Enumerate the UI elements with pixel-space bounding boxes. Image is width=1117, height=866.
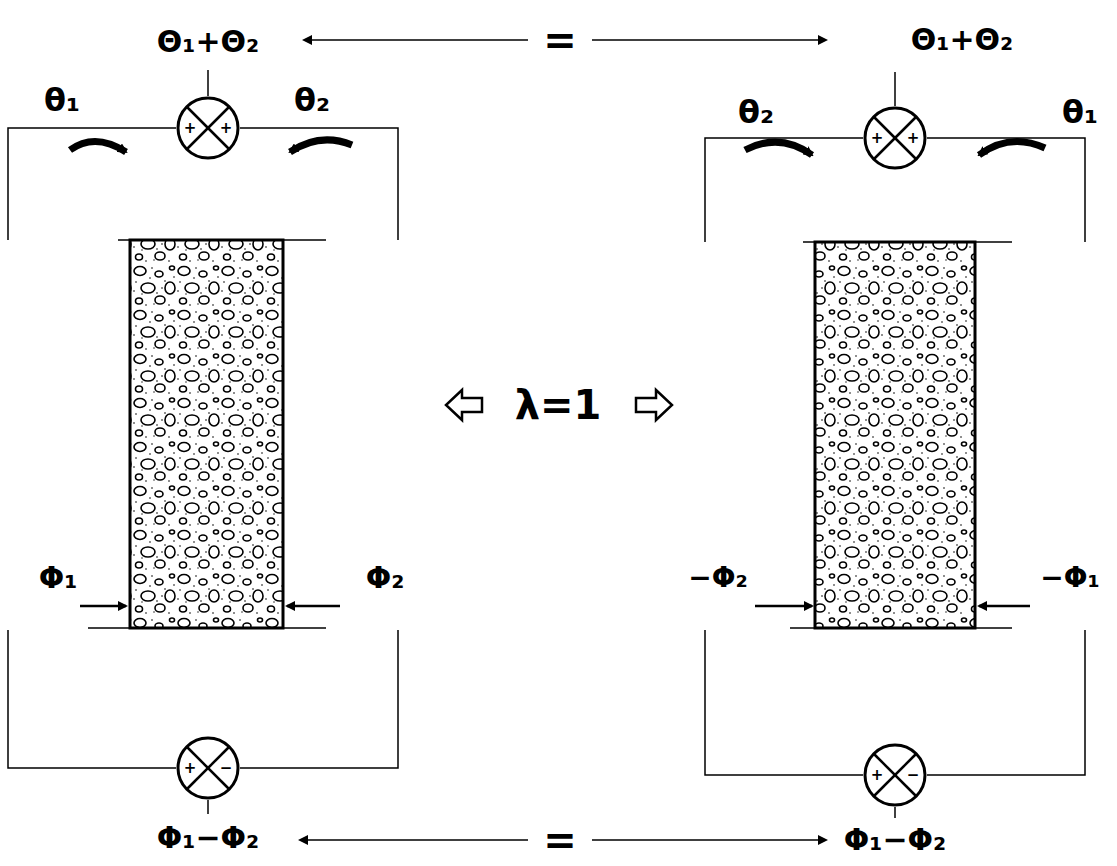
summing-junction: +−	[863, 743, 927, 807]
force-label: −Φ₁	[1040, 564, 1100, 592]
difference-label: Φ₁−Φ₂	[157, 823, 259, 853]
sign-symbol: +	[184, 761, 197, 776]
sign-symbol: +	[871, 768, 884, 783]
summing-junction: ++	[176, 96, 240, 160]
sign-symbol: −	[220, 761, 233, 776]
equals-sign: =	[543, 820, 577, 860]
force-label: Φ₁	[39, 563, 78, 593]
force-label: −Φ₂	[688, 564, 748, 592]
rotation-label: θ₂	[294, 84, 330, 116]
rotation-label: θ₁	[1062, 96, 1098, 128]
sign-symbol: +	[184, 121, 197, 136]
summing-junction: ++	[863, 106, 927, 170]
rotation-label: θ₂	[738, 96, 774, 128]
ratio-label: λ=1	[515, 385, 602, 425]
sum-label: Θ₁+Θ₂	[911, 25, 1013, 55]
sign-symbol: −	[907, 768, 920, 783]
difference-label: Φ₁−Φ₂	[844, 825, 946, 855]
sign-symbol: +	[907, 131, 920, 146]
sign-symbol: +	[220, 121, 233, 136]
force-label: Φ₂	[366, 563, 405, 593]
equals-sign: =	[543, 20, 577, 60]
sum-label: Θ₁+Θ₂	[157, 27, 259, 57]
sign-symbol: +	[871, 131, 884, 146]
summing-junction: +−	[176, 736, 240, 800]
rotation-label: θ₁	[44, 84, 80, 116]
